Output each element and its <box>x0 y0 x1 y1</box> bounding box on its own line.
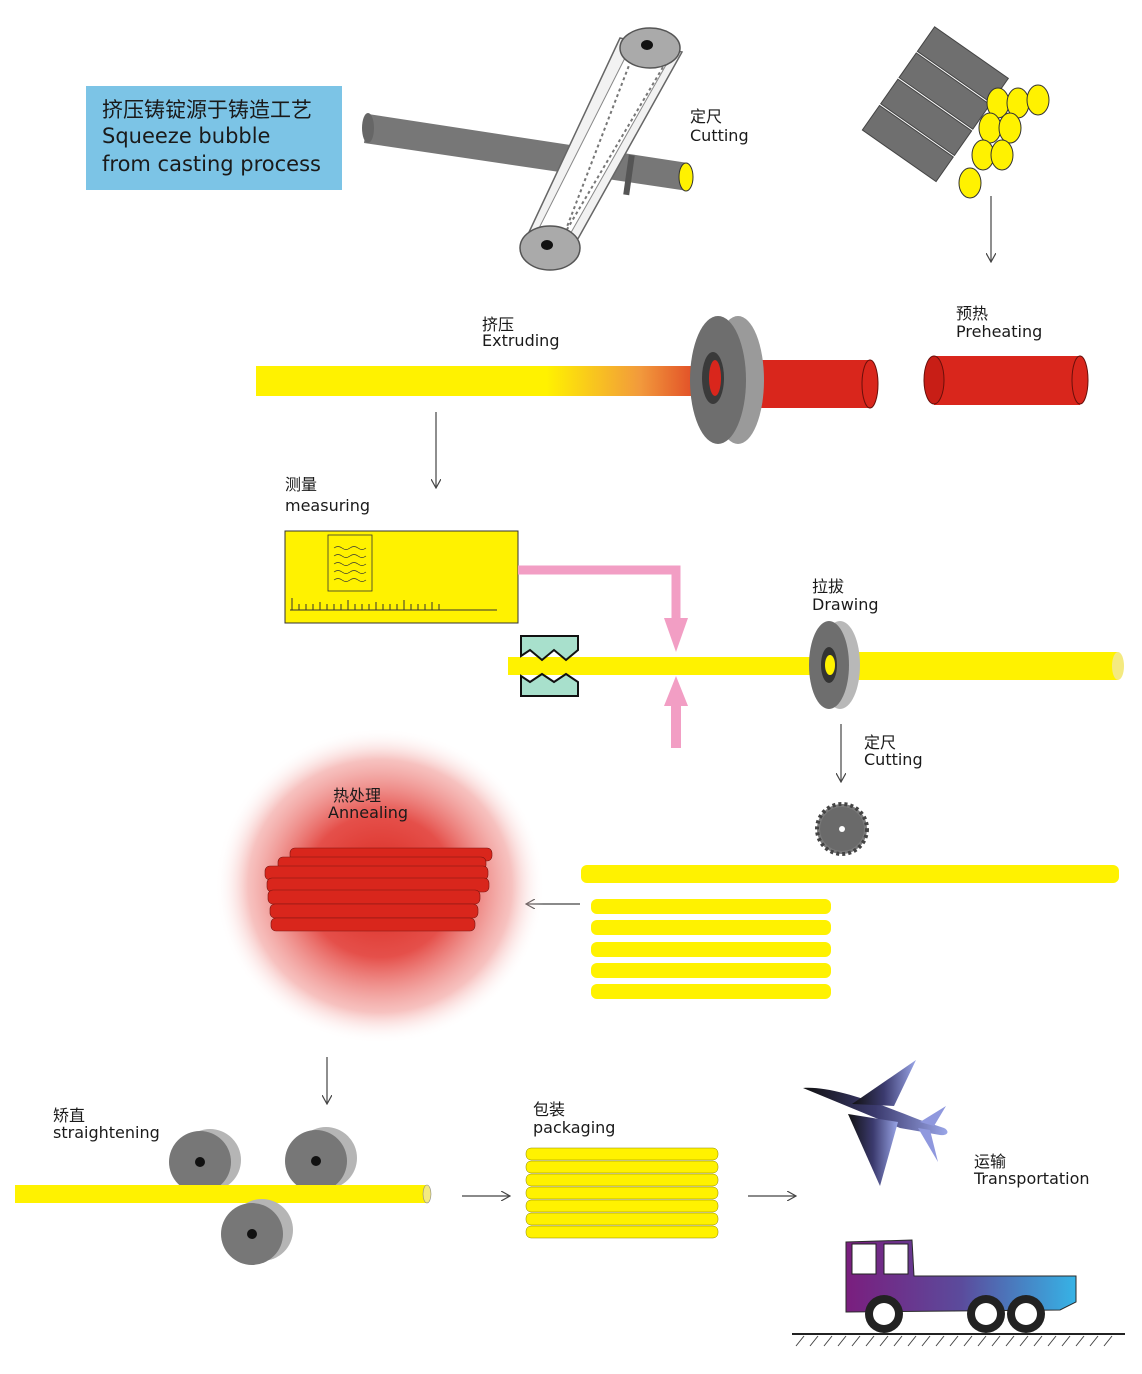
cutting1-en: Cutting <box>690 126 749 145</box>
drawing-die <box>809 621 1124 709</box>
transportation-zh: 运输 <box>974 1152 1006 1171</box>
extruding-zh: 挤压 <box>482 315 514 334</box>
billet-bundle <box>861 26 1050 199</box>
packaged-rods <box>525 1147 719 1239</box>
band-saw-illustration <box>362 27 694 271</box>
title-en-line1: Squeeze bubble <box>102 124 270 148</box>
extrusion-press <box>256 316 879 444</box>
packaging-zh: 包装 <box>533 1100 565 1119</box>
title-en-line2: from casting process <box>102 152 321 176</box>
preheated-billet <box>923 355 1089 405</box>
airplane-icon <box>803 1060 948 1186</box>
measuring-zh: 测量 <box>285 475 317 494</box>
cutting2-zh: 定尺 <box>864 733 896 752</box>
annealing-furnace <box>215 728 545 1044</box>
measuring-en: measuring <box>285 496 370 515</box>
straightening-rollers <box>15 1127 432 1265</box>
measuring-gauge <box>284 530 519 624</box>
title-box: 挤压铸锭源于铸造工艺 Squeeze bubble from casting p… <box>86 86 342 190</box>
cut-rods <box>581 865 1119 999</box>
drawing-zh: 拉拔 <box>812 577 844 596</box>
transportation-en: Transportation <box>973 1169 1090 1188</box>
measuring-signal-arrows <box>518 565 688 748</box>
title-zh: 挤压铸锭源于铸造工艺 <box>102 98 312 122</box>
truck-icon <box>792 1239 1125 1347</box>
cutting1-zh: 定尺 <box>690 107 722 126</box>
measured-rod <box>508 657 833 675</box>
straightening-en: straightening <box>53 1123 160 1142</box>
packaging-en: packaging <box>533 1118 615 1137</box>
annealing-en: Annealing <box>328 803 408 822</box>
cutting2-en: Cutting <box>864 750 923 769</box>
circular-saw <box>815 802 869 856</box>
straightening-zh: 矫直 <box>53 1106 85 1125</box>
gauge-jaws <box>520 635 579 697</box>
preheating-zh: 预热 <box>956 304 988 323</box>
drawing-en: Drawing <box>812 595 879 614</box>
preheating-en: Preheating <box>956 322 1042 341</box>
extruding-en: Extruding <box>482 331 559 350</box>
annealing-zh: 热处理 <box>333 786 381 805</box>
